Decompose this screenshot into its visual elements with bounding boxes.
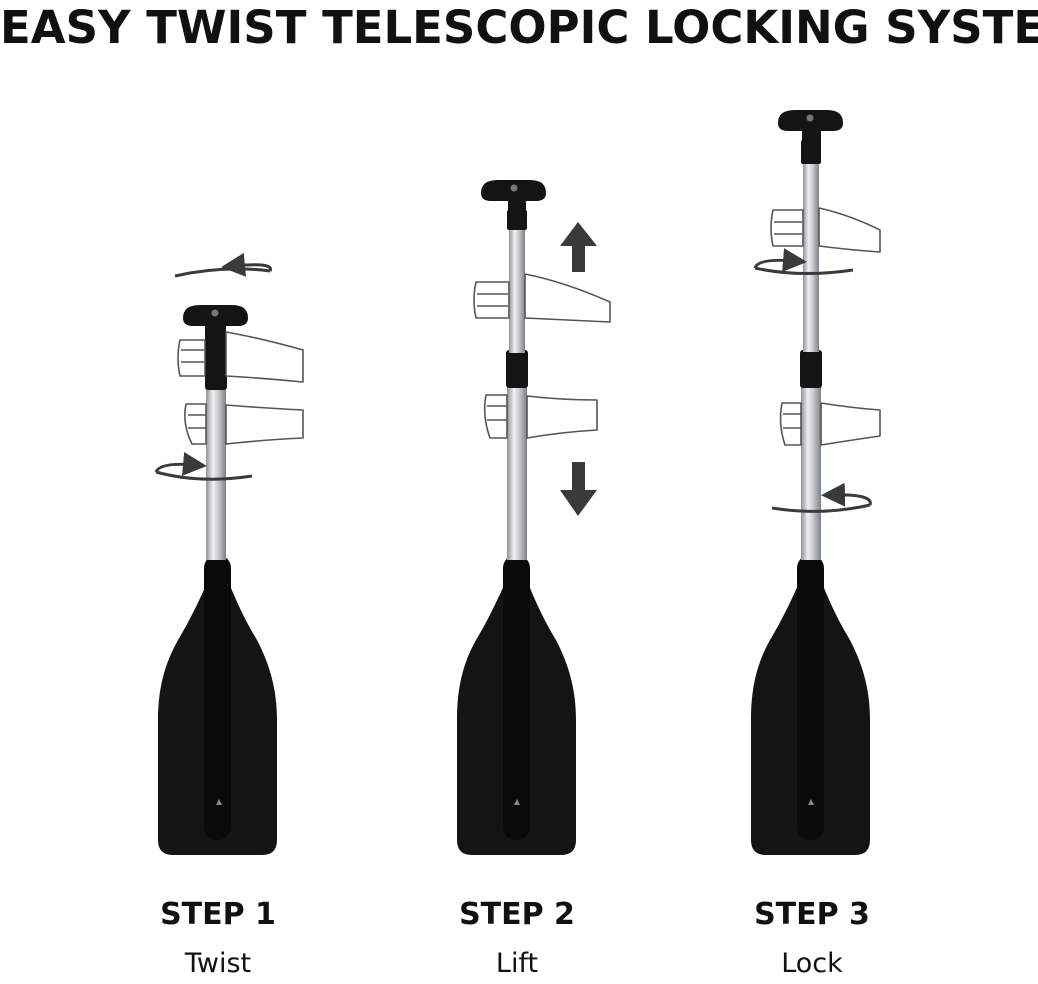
rotate-arrow-icon xyxy=(771,503,871,513)
step-caption-3: STEP 3 Lock xyxy=(702,897,922,981)
paddle-1 xyxy=(154,252,304,855)
paddle-shaft xyxy=(507,385,527,560)
arrow-down-icon xyxy=(560,462,597,516)
t-handle xyxy=(778,110,843,144)
paddle-2 xyxy=(457,180,611,855)
step-caption-1: STEP 1 Twist xyxy=(108,897,328,981)
paddle-ridge xyxy=(503,555,530,840)
t-handle xyxy=(183,305,248,340)
page-title: EASY TWIST TELESCOPIC LOCKING SYSTEM xyxy=(0,1,1038,54)
hand-icon xyxy=(473,273,611,323)
hand-icon xyxy=(177,331,304,383)
hand-icon xyxy=(483,394,598,439)
paddle-shaft xyxy=(803,160,819,352)
step-action: Twist xyxy=(184,948,252,979)
step-label: STEP 2 xyxy=(459,897,575,932)
t-handle xyxy=(481,180,546,214)
step-caption-2: STEP 2 Lift xyxy=(407,897,627,981)
step-action: Lift xyxy=(495,948,539,979)
step-action: Lock xyxy=(781,948,843,979)
rotate-arrow-icon xyxy=(221,252,273,277)
paddle-ridge xyxy=(797,555,824,840)
rotate-arrow-icon xyxy=(174,267,271,278)
hand-icon xyxy=(779,402,881,446)
rotate-arrow-icon xyxy=(753,248,807,272)
rotate-arrow-icon xyxy=(154,452,207,476)
arrow-up-icon xyxy=(560,222,597,272)
hand-icon xyxy=(770,207,881,253)
paddle-shaft xyxy=(206,385,226,560)
paddle-ridge xyxy=(204,555,231,840)
paddle-shaft xyxy=(509,225,525,353)
paddle-3 xyxy=(751,110,881,855)
step-label: STEP 1 xyxy=(160,897,276,932)
paddle-shaft xyxy=(801,385,821,560)
hand-icon xyxy=(184,403,304,445)
step-label: STEP 3 xyxy=(754,897,870,932)
